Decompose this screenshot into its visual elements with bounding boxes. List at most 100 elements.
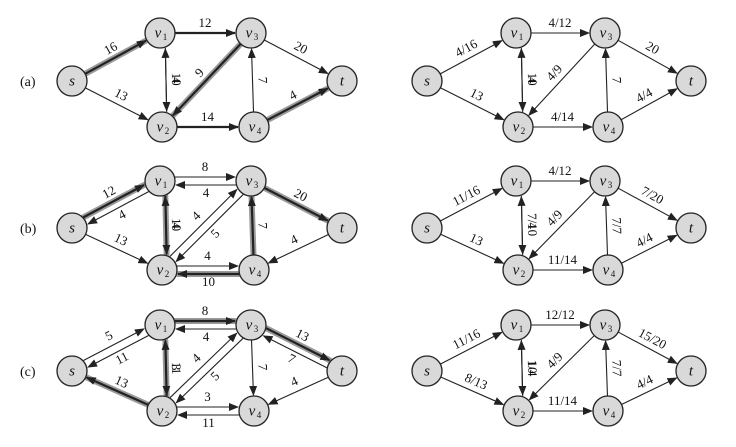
row2-right-node-v3-circle — [589, 309, 621, 341]
row1-right-node-v4-circle — [592, 254, 624, 286]
row1-right-node-s-circle — [411, 212, 443, 244]
row1-left-node-v1-circle — [144, 165, 176, 197]
row2-left-node-v4-subscript: 4 — [257, 410, 262, 420]
row2-left-node-v1-circle — [144, 309, 176, 341]
row1-right-edge-v1-v3-label: 4/12 — [548, 163, 571, 178]
row2-left-edge-v2-v3 — [169, 332, 238, 399]
row0-left-node-t: t — [326, 65, 358, 97]
row2-right-node-v1-circle — [500, 309, 532, 341]
row2-left-edge-layer — [83, 317, 331, 419]
row2-right-node-v4-subscript: 4 — [611, 410, 616, 420]
row2-left-node-t: t — [326, 355, 358, 387]
row1-right-edge-s-v1 — [440, 187, 503, 222]
row2-right-edge-v3-t — [617, 331, 678, 364]
row0-left-node-v3-subscript: 3 — [254, 32, 259, 42]
row2-right-node-v2-label: v — [513, 403, 520, 419]
row1-right-node-v2-circle — [502, 254, 534, 286]
row1-left-edge-v1-v3-label: 8 — [202, 159, 209, 174]
row1-left-node-v2-subscript: 2 — [165, 269, 170, 279]
row0-left-node-v4-label: v — [249, 119, 256, 135]
row1-right-edge-v1-v2-label: 7/10 — [525, 213, 541, 236]
row0-right-node-t-circle — [675, 65, 707, 97]
row1-right-node-v4-subscript: 4 — [611, 269, 616, 279]
row2-left-node-s: s — [56, 355, 88, 387]
row1-right-edge-v2-v4-label: 11/14 — [548, 252, 578, 267]
row1-left-node-v3-label: v — [246, 173, 253, 189]
row0-right-node-v2-label: v — [513, 119, 520, 135]
row2-left-node-v3-subscript: 3 — [254, 324, 259, 334]
row1-left-edge-v2-v1 — [161, 195, 170, 255]
row2-left-node-v3-circle — [235, 309, 267, 341]
row1-right-node-v1-subscript: 1 — [519, 180, 524, 190]
row0-left-node-s-label: s — [69, 73, 75, 89]
row1-left-node-t: t — [326, 212, 358, 244]
row0-left-node-v2-label: v — [157, 119, 164, 135]
row0-left-node-v1-subscript: 1 — [163, 32, 168, 42]
row0-right-edge-s-v1 — [439, 40, 503, 75]
row2-left-node-v2-subscript: 2 — [165, 410, 170, 420]
row0-right-node-t-label: t — [689, 73, 694, 89]
row1-left-edge-v1-s — [87, 191, 149, 225]
row0-left-node-v2-subscript: 2 — [165, 126, 170, 136]
row2-left-edge-v2-s-label: 13 — [113, 372, 131, 391]
row2-right-edge-v4-t — [621, 377, 678, 405]
row2-right-edge-v2-v1 — [517, 339, 526, 396]
row2-right-node-v1-label: v — [511, 317, 518, 333]
row2-left-node-v2-circle — [146, 395, 178, 427]
row1-right-edge-v3-t — [617, 187, 678, 221]
row0-right-node-s-label: s — [424, 73, 430, 89]
row0-right-node-s: s — [411, 65, 443, 97]
row0-right-node-v4-circle — [592, 111, 624, 143]
row1-left-edge-layer — [82, 173, 329, 278]
row2-left-edge-v2-v1 — [161, 339, 170, 396]
row0-right-edge-s-v2-label: 13 — [468, 85, 486, 104]
row0-left-node-v4-subscript: 4 — [257, 126, 262, 136]
row2-left-edge-t-v3-label: 7 — [285, 350, 298, 367]
row0-right-edge-v1-v3-label: 4/12 — [548, 15, 571, 30]
row2-left-edge-t-v4 — [267, 376, 329, 405]
row1-left-node-v2-circle — [146, 254, 178, 286]
row2-right-node-v3-subscript: 3 — [608, 324, 613, 334]
row0-left-node-v1-circle — [144, 17, 176, 49]
row0-left-edge-s-v2 — [85, 87, 149, 121]
row2-left-edge-v4-v2-label: 11 — [202, 415, 215, 430]
row1-right-edge-s-v1-label: 11/16 — [450, 182, 483, 209]
row1-right-edge-v4-t-label: 4/4 — [634, 229, 656, 250]
row2-right-node-v3-label: v — [600, 317, 607, 333]
row1-right-edge-v4-v3-label: 7/7 — [609, 217, 625, 235]
row1-left-edge-s-v1 — [82, 184, 145, 219]
row1-left-node-v3-circle — [235, 165, 267, 197]
row1-right-edge-v3-t-label: 7/20 — [639, 183, 666, 207]
row2-left-edge-v1-v2-label: 3 — [169, 364, 184, 371]
row0-left-edge-v2-v4-label: 14 — [201, 109, 215, 124]
row1-left-edge-v3-v2-label: 5 — [207, 226, 222, 241]
row2-right-node-s: s — [411, 355, 443, 387]
row1-right-node-v3-circle — [589, 165, 621, 197]
row2-left-edge-v2-v1-label: 11 — [169, 362, 184, 375]
row0-left-edge-v2-v1 — [161, 47, 170, 112]
row0-left-edge-v4-t — [266, 87, 329, 122]
row2-left-edge-v3-t — [265, 327, 331, 362]
row0-left-edge-s-v1 — [84, 39, 147, 75]
row2-left-node-t-label: t — [340, 363, 345, 379]
row0-right-node-v1-circle — [500, 17, 532, 49]
row0-right-edge-v2-v4-label: 4/14 — [551, 109, 575, 124]
row2-left-edge-v3-v1-label: 4 — [203, 329, 210, 344]
row1-left-node-t-label: t — [340, 220, 345, 236]
row2-right-edge-v4-t-label: 4/4 — [634, 371, 656, 392]
row1-left-edge-v1-s-label: 4 — [115, 206, 128, 223]
row0-right-node-v3-subscript: 3 — [608, 32, 613, 42]
